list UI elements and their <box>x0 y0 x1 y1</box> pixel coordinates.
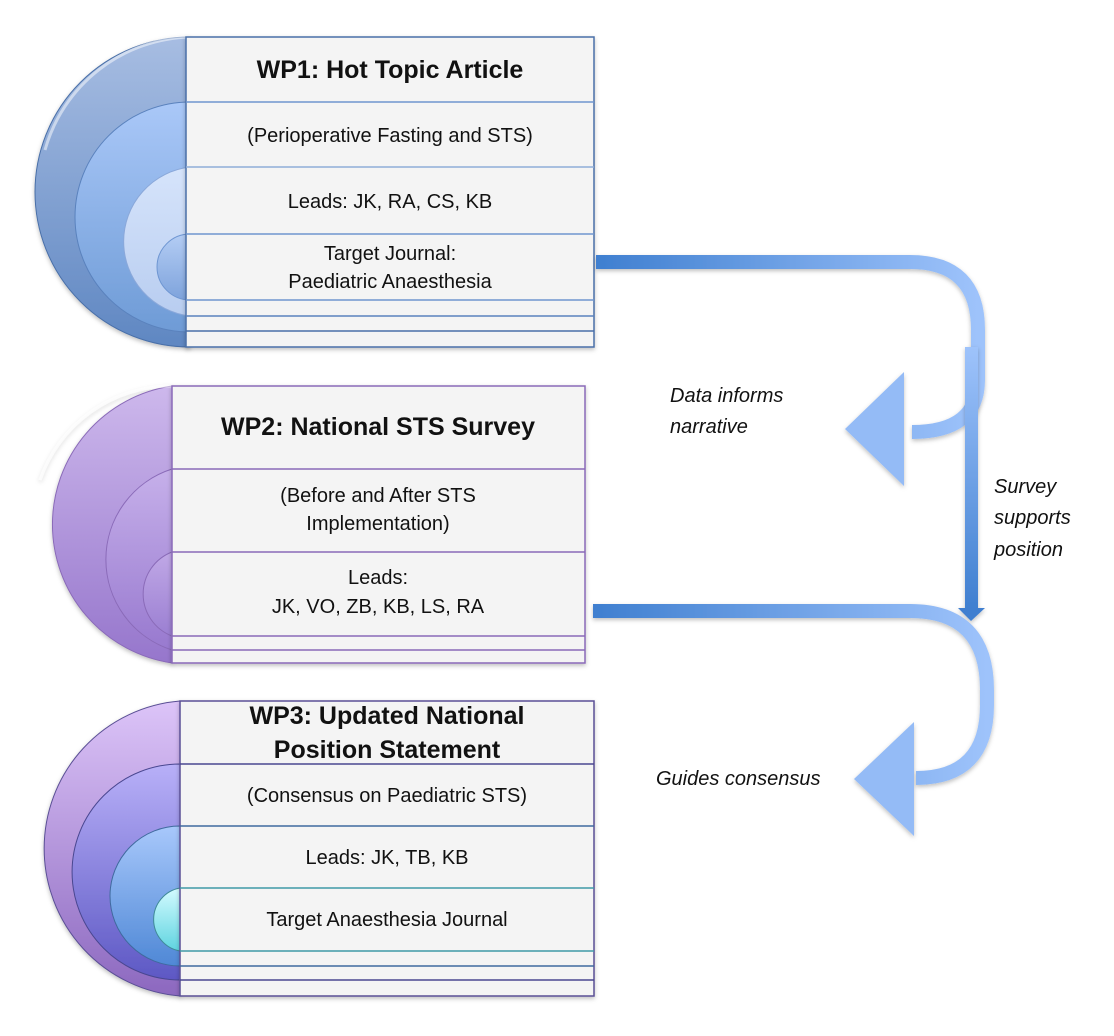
connector-3-arrowhead-icon <box>854 722 914 836</box>
wp1-table <box>185 36 595 348</box>
wp3-title-line2: Position Statement <box>274 736 501 764</box>
wp1-title: WP1: Hot Topic Article <box>257 56 524 84</box>
wp1-nested-arcs-icon <box>34 35 191 348</box>
label-data-informs-line2: narrative <box>670 416 748 438</box>
connector-1-shaft <box>596 255 985 439</box>
wp1-group: WP1: Hot Topic Article (Perioperative Fa… <box>34 35 595 348</box>
wp2-row-scope-line1: (Before and After STS <box>280 485 476 507</box>
wp1-row-target-line2: Paediatric Anaesthesia <box>288 271 492 293</box>
connector-2-shaft <box>965 347 978 609</box>
wp2-row-leads-line2: JK, VO, ZB, KB, LS, RA <box>272 596 485 618</box>
wp2-title: WP2: National STS Survey <box>221 413 535 441</box>
wp1-row-scope: (Perioperative Fasting and STS) <box>247 125 533 147</box>
label-data-informs-line1: Data informs <box>670 385 783 407</box>
connector-guides-consensus <box>593 604 994 836</box>
wp2-group: WP2: National STS Survey (Before and Aft… <box>38 384 586 664</box>
wp1-row-target-line1: Target Journal: <box>324 243 456 265</box>
label-survey-supports-line2: supports <box>994 507 1071 529</box>
label-survey-supports-line3: position <box>993 539 1063 561</box>
connector-2-arrowhead-icon <box>958 608 985 621</box>
wp3-row-target: Target Anaesthesia Journal <box>266 909 507 931</box>
label-survey-supports-line1: Survey <box>994 476 1057 498</box>
wp3-table <box>179 700 595 997</box>
label-guides-consensus: Guides consensus <box>656 768 821 790</box>
wp3-nested-arcs-icon <box>43 700 181 997</box>
wp2-row-leads-line1: Leads: <box>348 567 408 589</box>
connector-1-arrowhead-icon <box>845 372 904 486</box>
wp3-group: WP3: Updated National Position Statement… <box>43 700 595 997</box>
connector-survey-supports-position <box>958 347 985 621</box>
wp2-table <box>171 385 586 664</box>
wp1-row-leads: Leads: JK, RA, CS, KB <box>288 191 493 213</box>
wp3-title-line1: WP3: Updated National <box>249 702 524 730</box>
wp2-nested-arcs-icon <box>38 384 173 664</box>
connector-data-informs-narrative <box>596 255 985 486</box>
connector-3-shaft <box>593 604 994 785</box>
wp3-row-scope: (Consensus on Paediatric STS) <box>247 785 527 807</box>
wp3-row-leads: Leads: JK, TB, KB <box>305 847 468 869</box>
wp2-row-scope-line2: Implementation) <box>306 513 449 535</box>
